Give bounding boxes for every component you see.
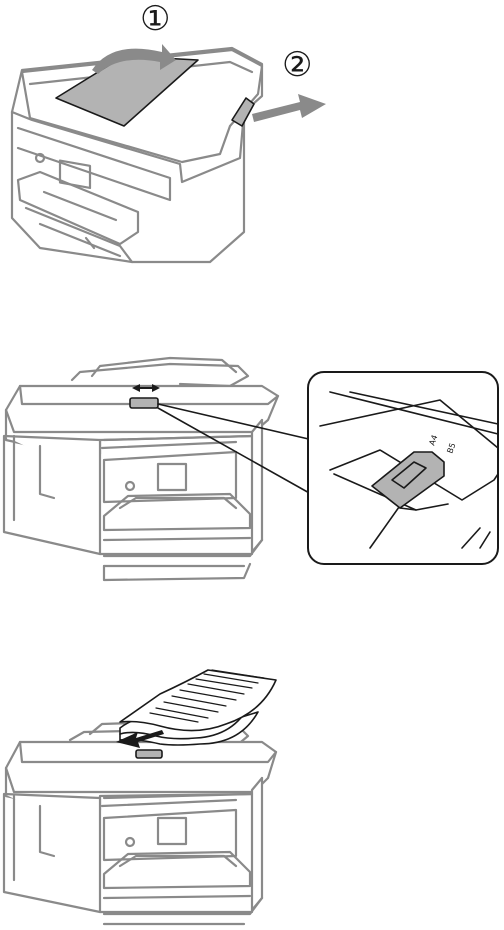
step-2-label: ② (282, 45, 312, 85)
edge-guide-small (136, 750, 162, 758)
magnified-inset: A4 B5 (308, 372, 498, 564)
panel-1-open-adf-cover: ① ② (12, 0, 326, 262)
panel-2-edge-guide: A4 B5 (4, 358, 498, 580)
panel-3-load-originals (4, 670, 276, 924)
step-1-label: ① (140, 0, 170, 39)
edge-guide-small (130, 398, 158, 408)
paper-stack (120, 670, 276, 745)
printer-2 (4, 358, 278, 580)
right-arrow-icon (252, 94, 326, 122)
